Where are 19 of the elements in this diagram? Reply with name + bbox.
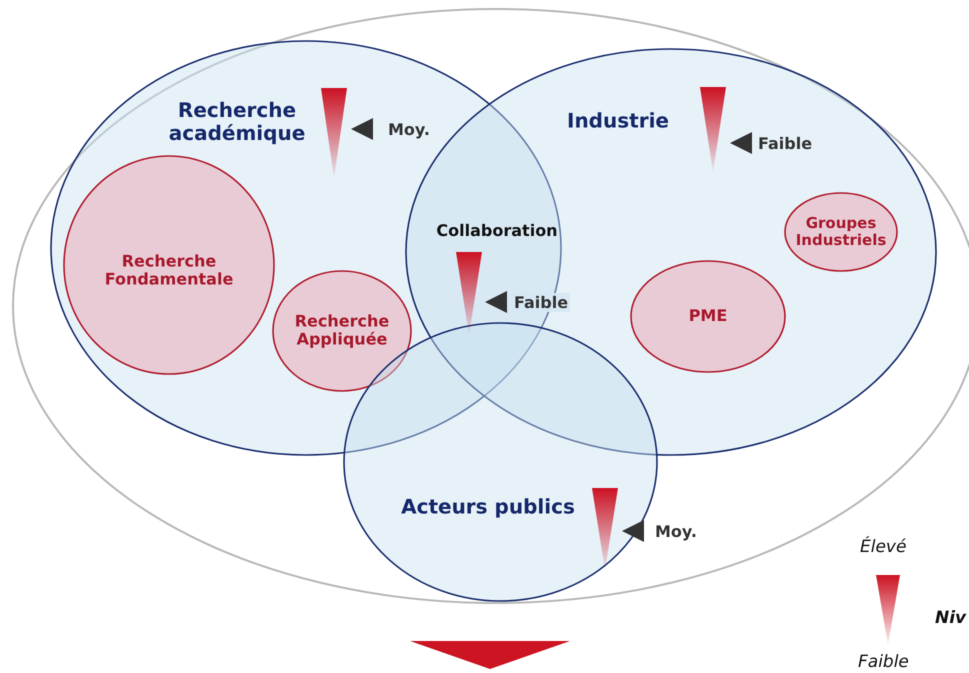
level-label: Faible <box>512 293 570 312</box>
circle-heading: Industrie <box>566 110 670 132</box>
sub-circle <box>630 260 786 373</box>
circle-label: Groupes Industriels <box>794 214 888 250</box>
sub-circle <box>272 270 412 392</box>
circle-label: Recherche Appliquée <box>294 312 390 350</box>
sub-circle <box>784 192 898 272</box>
circle-heading: Recherche académique <box>168 99 306 145</box>
level-label: Moy. <box>388 120 430 139</box>
scale-label: Faible <box>858 652 909 672</box>
scale-label: Élevé <box>860 537 906 557</box>
level-label: Faible <box>758 134 812 153</box>
circle-label: PME <box>688 306 728 326</box>
scale-title: Niv <box>935 608 966 628</box>
circle-label: Recherche Fondamentale <box>104 252 234 290</box>
circle-heading: Acteurs publics <box>400 496 576 518</box>
sub-circle <box>63 155 275 375</box>
level-label: Moy. <box>655 522 697 541</box>
zone-heading: Collaboration <box>436 222 558 240</box>
